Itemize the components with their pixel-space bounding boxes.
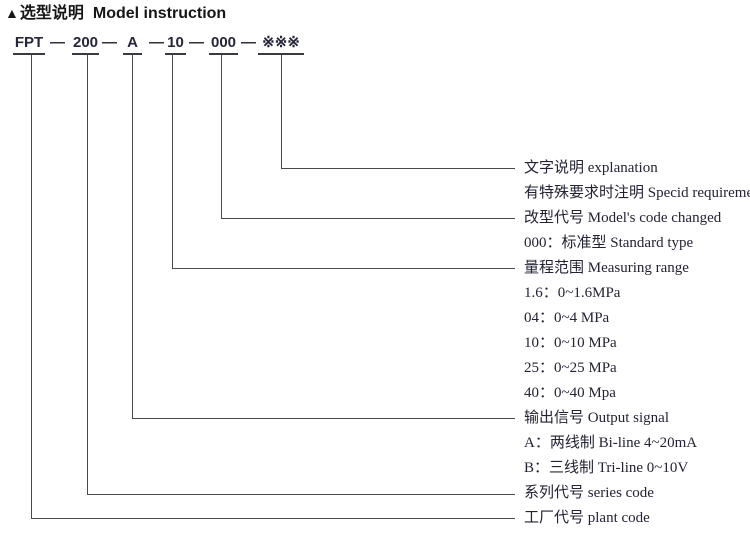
label-series-code: 系列代号 series code [524, 485, 654, 501]
label-output-signal: 输出信号 Output signal [524, 410, 669, 426]
label-explanation: 文字说明 explanation [524, 160, 658, 176]
label-output-b-tri-line: B：三线制 Tri-line 0~10V [524, 460, 689, 476]
code-separator-dash: — [50, 34, 65, 51]
label-range-4mpa: 04：0~4 MPa [524, 310, 610, 326]
section-title-en: Model instruction [92, 5, 227, 22]
label-special-requirement: 有特殊要求时注明 Specid requirement [524, 185, 750, 201]
code-separator-dash: — [241, 34, 256, 51]
connector-line-output-signal [132, 55, 515, 419]
label-output-a-bi-line: A：两线制 Bi-line 4~20mA [524, 435, 698, 451]
code-separator-dash: — [149, 34, 164, 51]
connector-line-explanation [281, 55, 515, 169]
connector-line-series-code [87, 55, 515, 495]
model-code-segment-output: A [123, 33, 142, 55]
code-separator-dash: — [189, 34, 204, 51]
model-code-segment-special: ※※※ [258, 33, 304, 55]
triangle-marker-icon: ▲ [5, 5, 19, 21]
connector-line-plant-code [31, 55, 515, 519]
label-range-25mpa: 25：0~25 MPa [524, 360, 617, 376]
model-code-segment-change: 000 [209, 33, 238, 55]
model-code-segment-plant: FPT [13, 33, 45, 55]
connector-line-measuring-range [172, 55, 515, 269]
label-range-10mpa: 10：0~10 MPa [524, 335, 617, 351]
label-range-1-6mpa: 1.6：0~1.6MPa [524, 285, 621, 301]
connector-line-code-changed [221, 55, 515, 219]
model-code-segment-range: 10 [165, 33, 186, 55]
label-range-40mpa: 40：0~40 Mpa [524, 385, 616, 401]
code-separator-dash: — [102, 34, 117, 51]
label-plant-code: 工厂代号 plant code [524, 510, 650, 526]
label-measuring-range: 量程范围 Measuring range [524, 260, 689, 276]
section-title: ▲选型说明 Model instruction [5, 3, 226, 24]
section-title-cn: 选型说明 [19, 5, 84, 22]
label-code-changed: 改型代号 Model's code changed [524, 210, 722, 226]
model-code-segment-series: 200 [72, 33, 99, 55]
label-standard-type: 000：标准型 Standard type [524, 235, 694, 251]
